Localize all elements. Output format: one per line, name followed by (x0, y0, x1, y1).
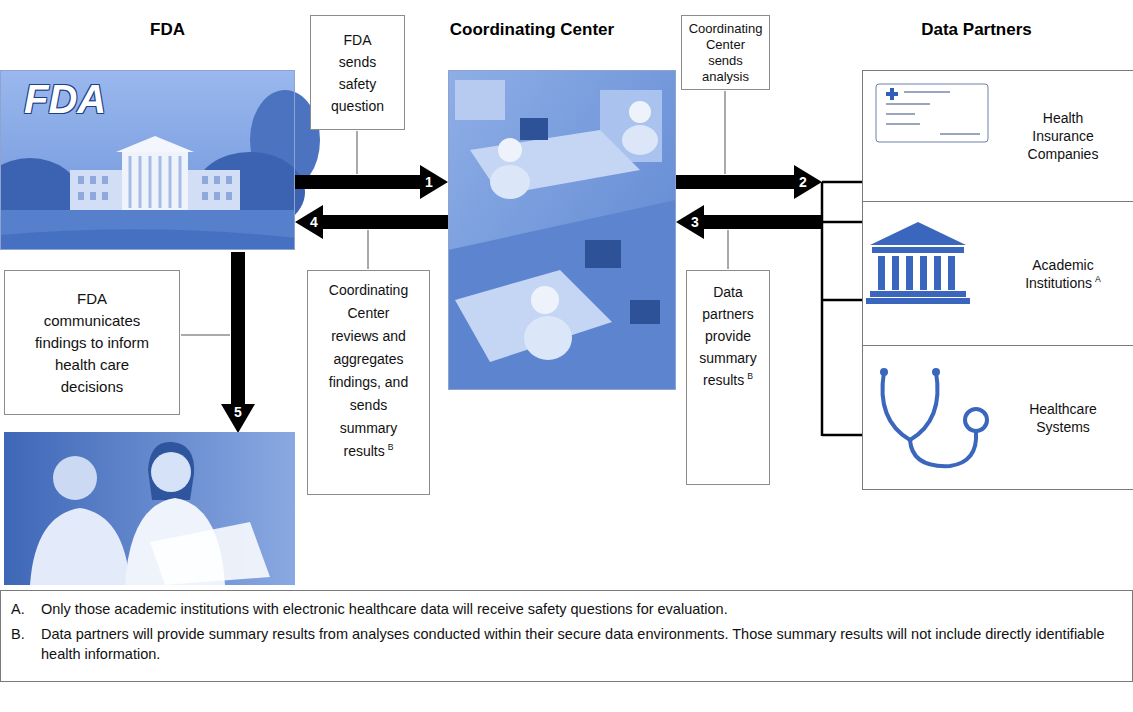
insurance-card-icon (876, 84, 988, 142)
footnote-letter: A. (11, 599, 37, 619)
flow-arrow (295, 205, 448, 239)
text-block: Data partners provide summary resultsB (693, 281, 763, 391)
stethoscope-icon (880, 368, 987, 466)
fda-logo: FDA (24, 76, 144, 122)
partner-name: Health Insurance Companies (1028, 110, 1099, 162)
fda-building-photo (0, 70, 320, 250)
flow-arrow (221, 252, 255, 433)
callout-number: 5 (228, 404, 248, 421)
text-block: Healthcare Systems (1023, 400, 1103, 436)
partner-row: Healthcare Systems (863, 345, 1133, 489)
footnote-text: Data partners will provide summary resul… (41, 624, 1122, 664)
column-heading: FDA (20, 19, 315, 41)
partner-name: Healthcare Systems (1029, 401, 1097, 435)
partner-name: Academic Institutions (1025, 257, 1094, 291)
leader-line (181, 91, 728, 335)
callout-box: Data partners provide summary resultsB (686, 270, 770, 485)
column-heading: Coordinating Center (418, 19, 646, 41)
callout-box: FDA communicates findings to inform heal… (4, 270, 180, 415)
flow-arrow (676, 205, 862, 239)
callout-text: Coordinating Center reviews and aggregat… (329, 282, 408, 459)
footnote-mark: B (388, 442, 394, 452)
partner-row: Health Insurance Companies (863, 71, 1133, 201)
text-block: FDA communicates findings to inform heal… (30, 288, 154, 398)
text-block: Coordinating Center sends analysis (688, 21, 763, 85)
flow-arrow (676, 165, 862, 199)
partner-row: Academic InstitutionsA (863, 201, 1133, 345)
text-block: Academic InstitutionsA (1023, 256, 1103, 292)
flow-arrow (295, 165, 448, 199)
callout-number: 3 (685, 213, 705, 231)
footnote-box: A.Only those academic institutions with … (0, 590, 1133, 682)
photo-box: Coordinating Center (448, 70, 676, 390)
callout-number: 2 (793, 173, 813, 191)
consultation-photo (4, 432, 295, 585)
bracket-line (822, 182, 862, 436)
footnote-mark: B (747, 371, 753, 381)
callout-number: 1 (419, 173, 439, 191)
footnote-text: Only those academic institutions with el… (41, 599, 1122, 619)
callout-text: Coordinating Center sends analysis (689, 21, 763, 84)
callout-text: FDA sends safety question (331, 32, 384, 114)
callout-box: Coordinating Center reviews and aggregat… (307, 270, 430, 495)
callout-number: 4 (304, 213, 324, 231)
callout-box: FDA sends safety question (310, 15, 405, 130)
text-block: Coordinating Center reviews and aggregat… (326, 279, 411, 463)
footnote-mark: A (1095, 274, 1101, 284)
partner-panel: Data PartnersHealth Insurance CompaniesA… (862, 70, 1133, 490)
callout-box: Coordinating Center sends analysis (681, 15, 770, 90)
callout-text: FDA communicates findings to inform heal… (35, 290, 149, 395)
bank-icon (866, 222, 970, 304)
office-photo (448, 70, 676, 390)
text-block: Health Insurance Companies (1023, 109, 1103, 163)
text-block: FDA sends safety question (328, 29, 387, 117)
footnote-letter: B. (11, 624, 37, 664)
column-heading: Data Partners (841, 19, 1112, 41)
